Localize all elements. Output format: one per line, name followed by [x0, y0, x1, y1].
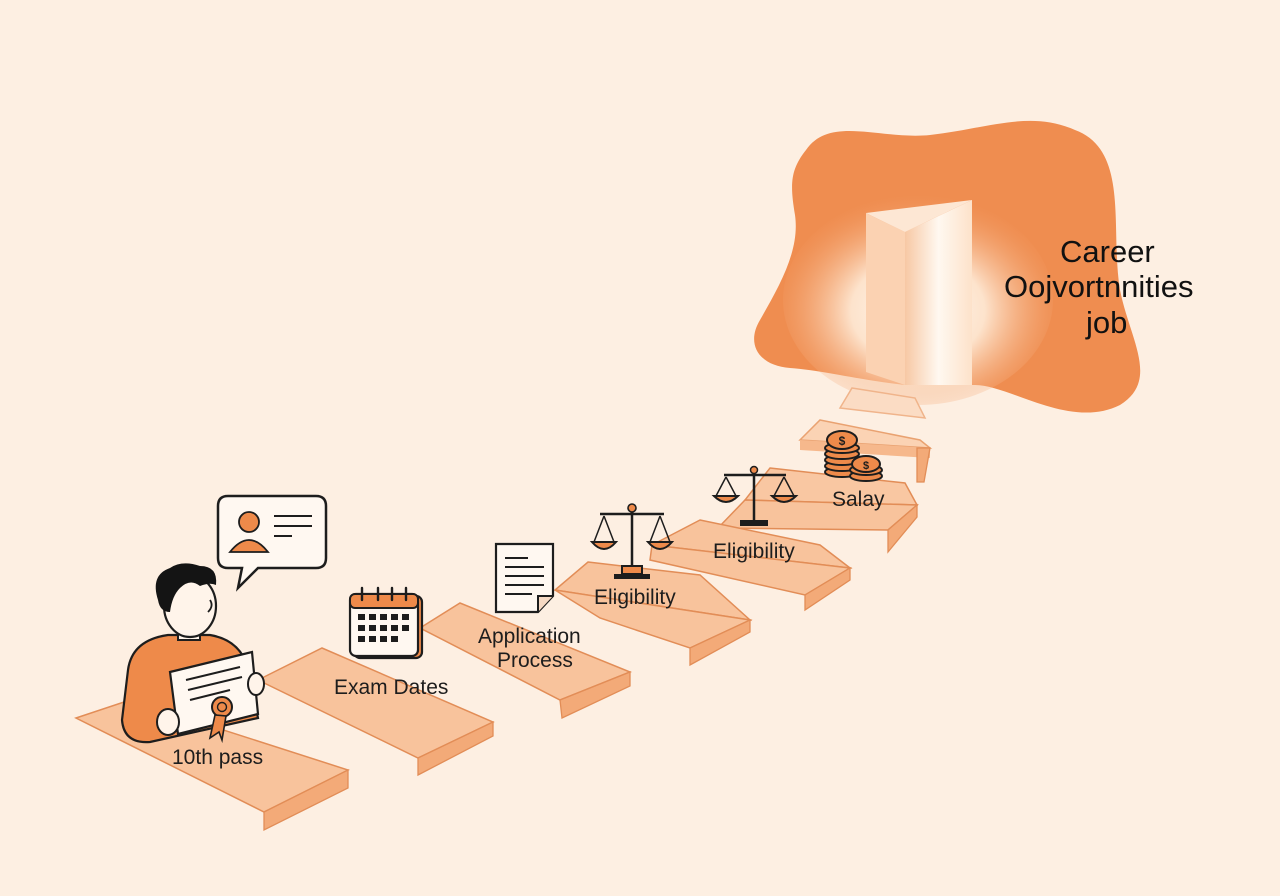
destination-title-job: job [1085, 305, 1127, 340]
coins-icon: $ $ [824, 430, 883, 482]
destination-title-career: Career [1060, 234, 1155, 269]
step-label-eligibility-2: Eligibility [713, 540, 795, 563]
step-label-10th-pass: 10th pass [172, 746, 263, 769]
step-label-exam-dates: Exam Dates [334, 676, 448, 699]
step-3 [418, 602, 633, 719]
step-label-eligibility-1: Eligibility [594, 586, 676, 609]
document-icon [494, 542, 555, 614]
balance-scale-icon [711, 465, 799, 526]
door-right-panel [905, 200, 972, 385]
balance-scale-icon [589, 503, 675, 579]
step-2 [256, 647, 495, 777]
calendar-icon [348, 586, 424, 660]
certificate-icon [156, 650, 265, 744]
step-label-application: Application [478, 625, 581, 648]
step-label-process: Process [497, 649, 573, 672]
door-top [866, 200, 972, 232]
step-top-faint [838, 387, 927, 419]
svg-text:$: $ [863, 460, 869, 472]
step-4 [553, 561, 753, 667]
door-left-panel [866, 213, 905, 385]
svg-text:$: $ [839, 434, 846, 448]
profile-speech-bubble-icon [216, 494, 328, 592]
step-label-salary: Salay [832, 488, 885, 511]
destination-portal [754, 120, 1141, 413]
destination-title-opportunities: Oojvortnnities [1004, 269, 1194, 304]
